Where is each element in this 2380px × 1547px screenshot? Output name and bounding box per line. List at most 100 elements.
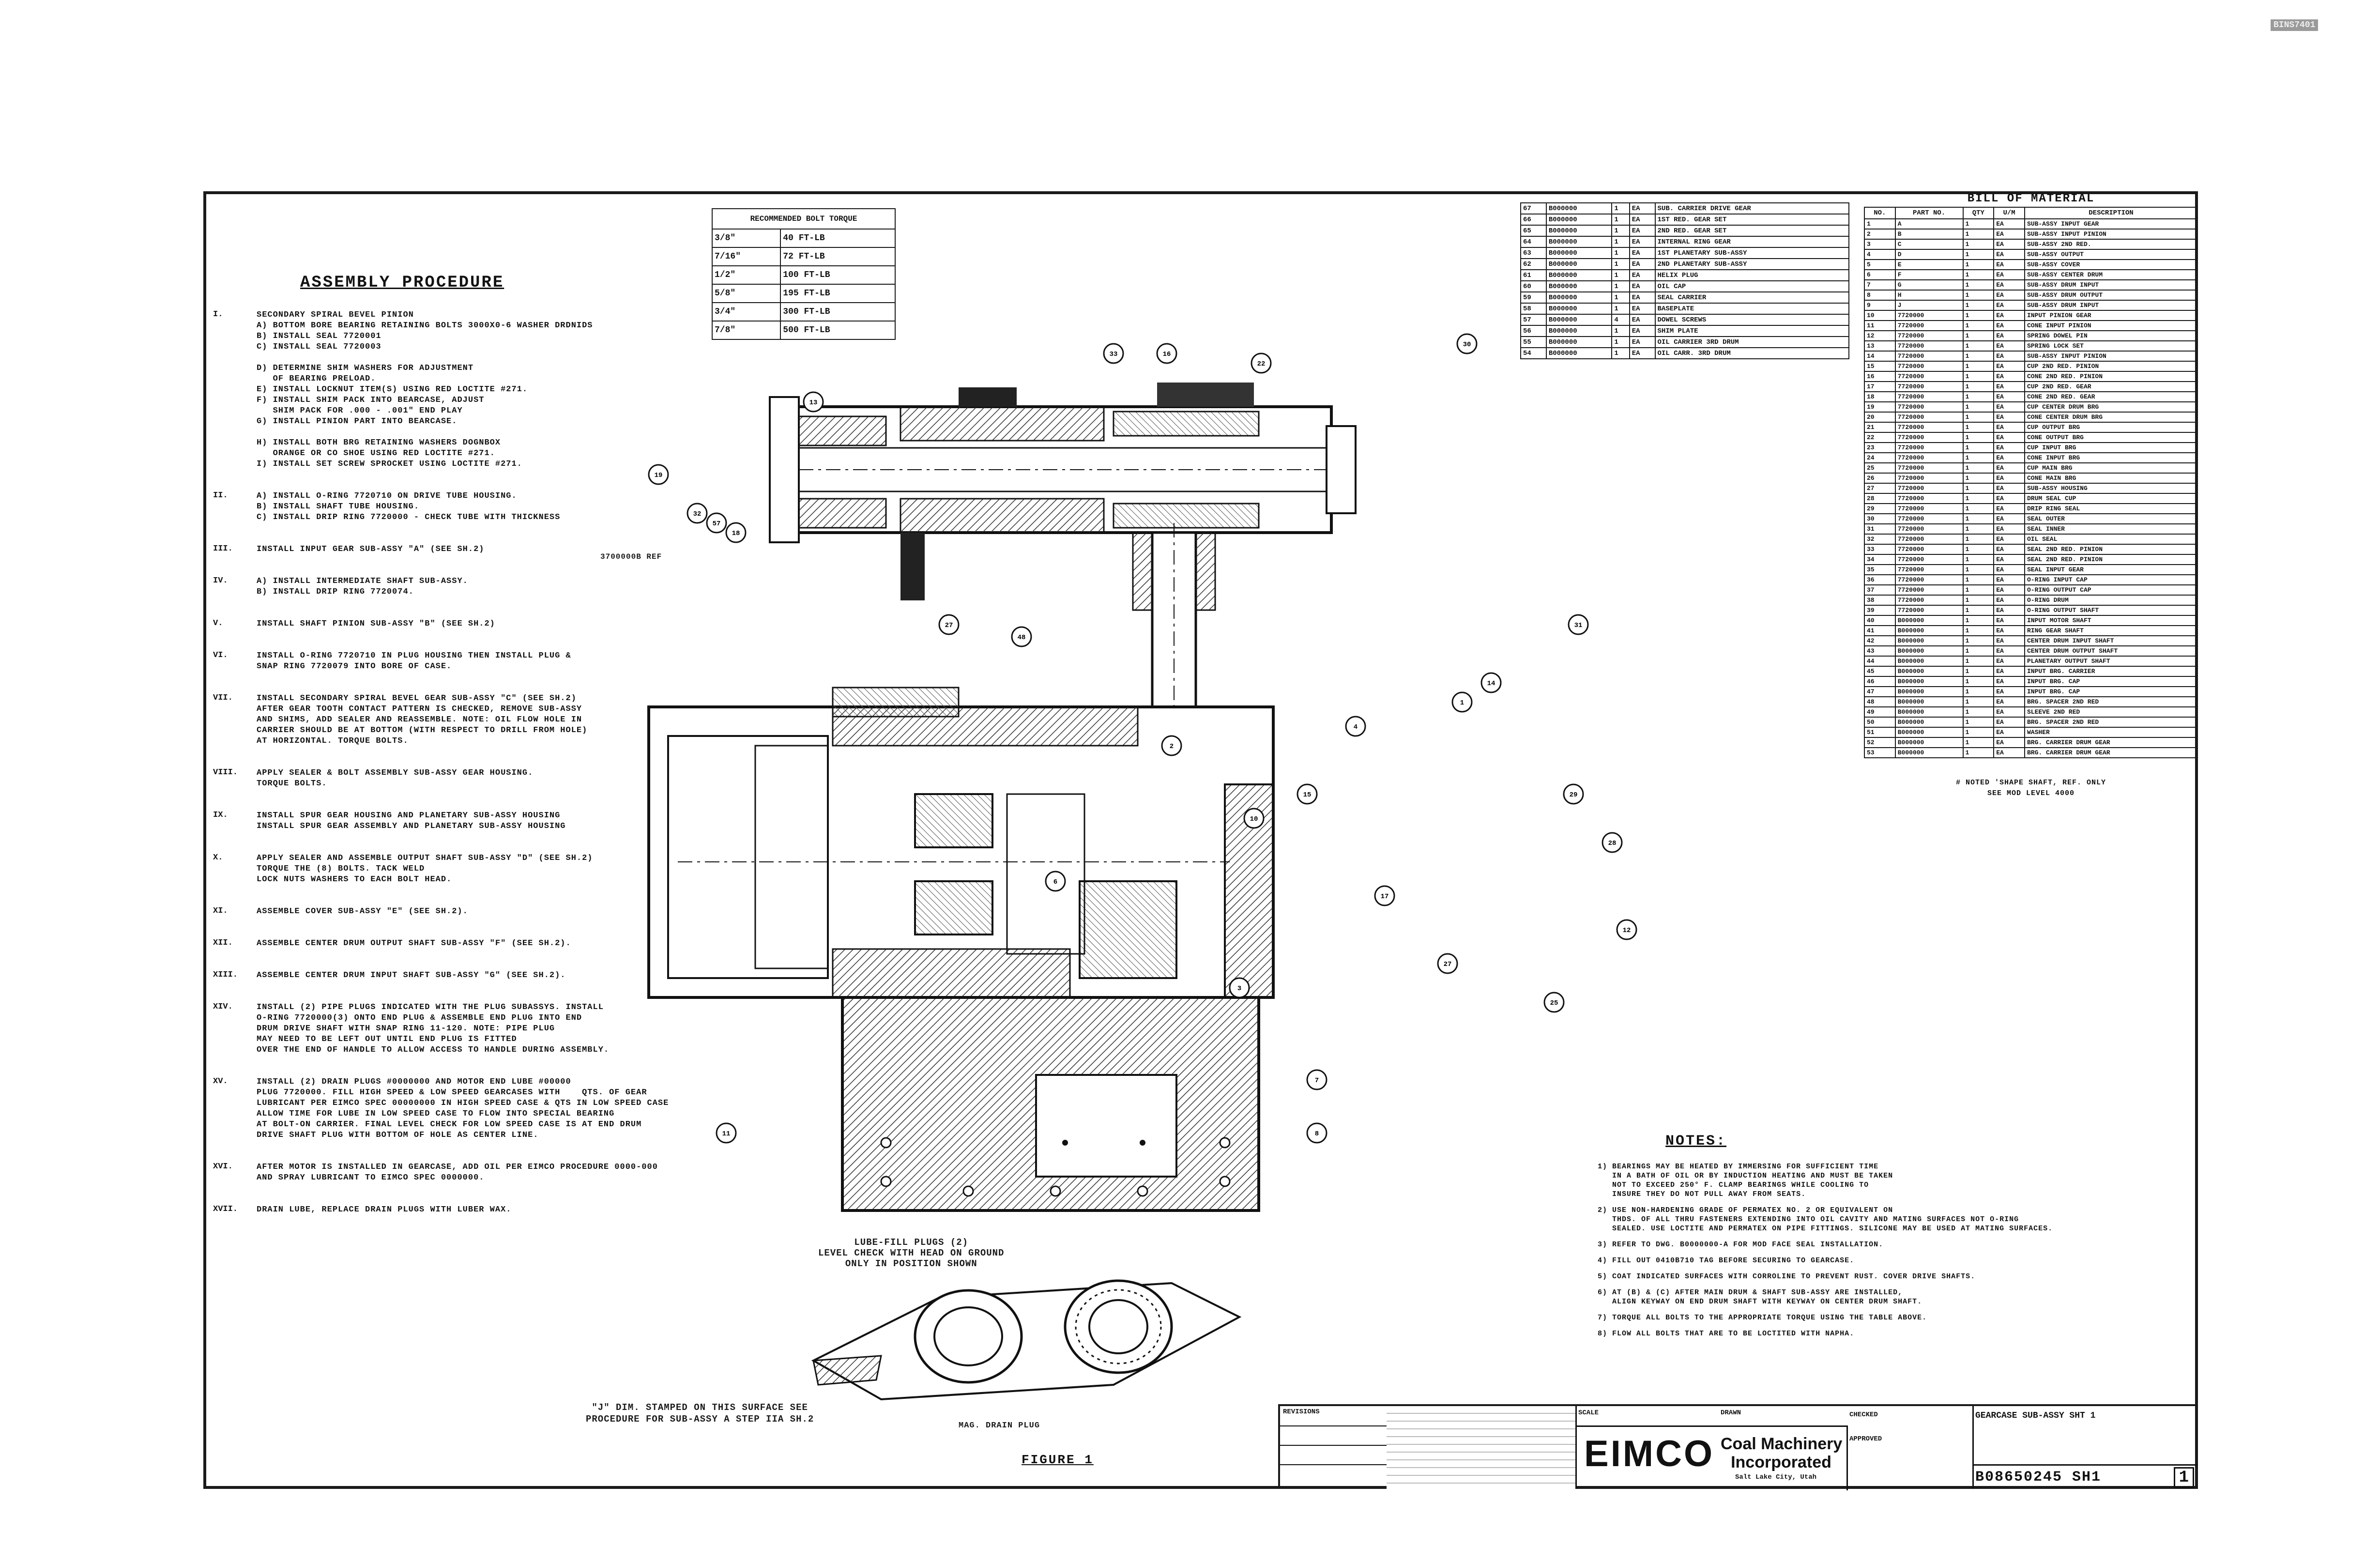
bom-cell: 1: [1611, 347, 1630, 359]
step-number: XVII.: [213, 1205, 238, 1214]
bom-cell: O-RING INPUT CAP: [2024, 574, 2198, 585]
balloon-circle: [1161, 735, 1182, 756]
bom-cell: B000000: [1545, 291, 1613, 304]
bom-cell: 1: [1962, 340, 1995, 352]
bolt-size: 3/4": [711, 302, 781, 322]
bom-cell: EA: [1993, 269, 2025, 280]
bom-cell: 49: [1864, 706, 1896, 718]
bom-cell: 3: [1864, 239, 1896, 250]
balloon-circle: [1045, 871, 1066, 892]
bom-cell: 7720000: [1894, 574, 1964, 585]
balloon-number: 48: [1018, 634, 1026, 642]
logo-box: EIMCO Coal Machinery Incorporated Salt L…: [1575, 1425, 1848, 1490]
bom-cell: CUP OUTPUT BRG: [2024, 422, 2198, 433]
bom-cell: SLEEVE 2ND RED: [2024, 706, 2198, 718]
bom-cell: CUP 2ND RED. GEAR: [2024, 381, 2198, 392]
bom-cell: SUB-ASSY INPUT PINION: [2024, 229, 2198, 240]
bom-cell: 1: [1962, 239, 1995, 250]
bom-cell: 2: [1864, 229, 1896, 240]
bom-cell: EA: [1993, 625, 2025, 636]
bom-cell: EA: [1993, 279, 2025, 291]
step-text: APPLY SEALER & BOLT ASSEMBLY SUB-ASSY GE…: [257, 768, 534, 788]
revisions-label: REVISIONS: [1283, 1408, 1320, 1416]
bom-cell: 1ST PLANETARY SUB-ASSY: [1654, 247, 1850, 259]
bom-cell: 7720000: [1894, 330, 1964, 341]
bom-cell: 1: [1962, 330, 1995, 341]
bom-cell: 1: [1962, 534, 1995, 545]
bom-cell: 1: [1611, 236, 1630, 248]
bom-cell: EA: [1993, 320, 2025, 331]
bom-cell: J: [1894, 300, 1964, 311]
bom-cell: 1: [1962, 310, 1995, 321]
bom-cell: 63: [1520, 247, 1547, 259]
bom-cell: EA: [1993, 422, 2025, 433]
bom-cell: 4: [1611, 314, 1630, 326]
bom-cell: 14: [1864, 351, 1896, 362]
approval-box: CHECKED APPROVED: [1846, 1406, 1974, 1489]
bom-cell: INPUT BRG. CARRIER: [2024, 666, 2198, 677]
bom-cell: EA: [1993, 696, 2025, 707]
bom-cell: INTERNAL RING GEAR: [1654, 236, 1850, 248]
balloon-circle: [1456, 333, 1478, 354]
bom-cell: 1: [1962, 584, 1995, 596]
bom-cell: 46: [1864, 676, 1896, 687]
balloon-circle: [1306, 1122, 1327, 1144]
balloon-circle: [1616, 919, 1637, 940]
bom-cell: 7720000: [1894, 503, 1964, 514]
bom-cell: 55: [1520, 336, 1547, 348]
bom-cell: 1: [1611, 258, 1630, 270]
callout-balloon: 27: [1437, 953, 1458, 974]
bom-cell: 7720000: [1894, 381, 1964, 392]
bom-cell: EA: [1993, 635, 2025, 646]
bom-cell: EA: [1993, 432, 2025, 443]
bom-cell: 1: [1962, 473, 1995, 484]
bom-cell: EA: [1993, 290, 2025, 301]
callout-balloon: 32: [687, 503, 708, 524]
bom-cell: 27: [1864, 483, 1896, 494]
bom-cell: 45: [1864, 666, 1896, 677]
bom-cell: B000000: [1545, 314, 1613, 326]
bom-cell: 7720000: [1894, 564, 1964, 575]
bom-cell: EA: [1993, 239, 2025, 250]
balloon-number: 27: [1444, 961, 1452, 968]
bom-cell: BRG. CARRIER DRUM GEAR: [2024, 747, 2198, 758]
bom-cell: EA: [1993, 493, 2025, 504]
bom-cell: 1: [1962, 544, 1995, 555]
bom-cell: 1: [1962, 452, 1995, 463]
torque-value: 500 FT-LB: [780, 321, 896, 340]
bom-cell: CUP MAIN BRG: [2024, 462, 2198, 474]
bom-cell: 1: [1962, 605, 1995, 616]
bom-cell: EA: [1629, 214, 1656, 226]
bom-cell: HELIX PLUG: [1654, 269, 1850, 281]
bom-cell: 1: [1611, 202, 1630, 214]
callout-balloon: 57: [706, 512, 727, 534]
bom-cell: SUB-ASSY DRUM OUTPUT: [2024, 290, 2198, 301]
bom-cell: EA: [1993, 534, 2025, 545]
callout-balloon: 11: [716, 1122, 737, 1144]
bom-cell: BASEPLATE: [1654, 303, 1850, 315]
balloon-number: 31: [1574, 622, 1583, 629]
bom-cell: 22: [1864, 432, 1896, 443]
bom-cell: B000000: [1894, 696, 1964, 707]
balloon-circle: [1251, 352, 1272, 374]
bom-cell: 28: [1864, 493, 1896, 504]
bom-cell: INPUT PINION GEAR: [2024, 310, 2198, 321]
revisions-grid: REVISIONS: [1280, 1406, 1388, 1489]
callout-balloon: 30: [1456, 333, 1478, 354]
step-number: XIV.: [213, 1002, 233, 1011]
bom-cell: 1: [1611, 225, 1630, 237]
bom-cell: EA: [1993, 259, 2025, 270]
bom-cell: SUB-ASSY INPUT GEAR: [2024, 218, 2198, 230]
bom-cell: SEAL CARRIER: [1654, 291, 1850, 304]
bom-cell: 1: [1962, 615, 1995, 626]
